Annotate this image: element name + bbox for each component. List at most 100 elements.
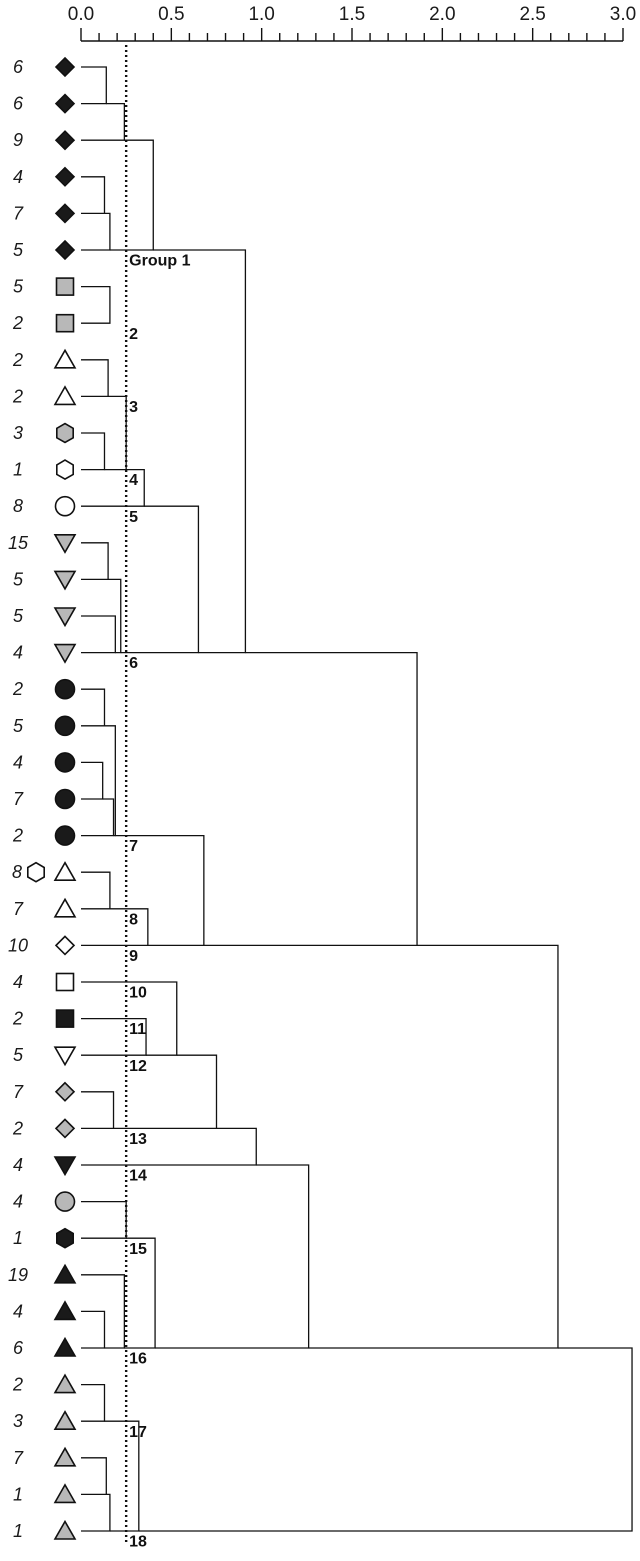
dendrogram-branch: [104, 725, 116, 837]
axis-tick-label: 2.5: [519, 4, 545, 25]
dendrogram-branch: [124, 1237, 156, 1349]
group-label: 9: [129, 948, 138, 965]
leaf-count-label: 5: [13, 240, 24, 260]
diamond-icon: [54, 935, 76, 956]
hexagon-icon: [26, 861, 46, 883]
square-icon: [55, 972, 75, 992]
triangle-down-icon: [53, 1046, 77, 1067]
leaf-count-label: 9: [13, 130, 23, 150]
diamond-icon: [54, 239, 76, 261]
leaf-count-label: 3: [13, 423, 23, 443]
dendrogram-branch: [81, 1457, 107, 1496]
circle-icon: [54, 715, 76, 737]
dendrogram-branch: [308, 944, 559, 1349]
dendrogram-branch: [81, 468, 145, 507]
leaf-count-label: 5: [13, 716, 24, 736]
diamond-icon: [54, 56, 76, 78]
dendrogram-branch: [81, 908, 149, 947]
square-icon: [55, 1009, 75, 1028]
triangle-down-icon: [53, 1156, 77, 1177]
dendrogram-branch: [81, 102, 126, 141]
leaf-count-label: 7: [13, 1448, 24, 1468]
triangle-up-icon: [53, 1336, 77, 1357]
leaf-count-label: 2: [12, 826, 23, 846]
leaf-count-label: 4: [13, 1301, 23, 1321]
group-label: 18: [129, 1534, 147, 1551]
dendrogram-branch: [120, 505, 200, 654]
leaf-count-label: 1: [13, 1484, 23, 1504]
triangle-up-icon: [53, 1519, 77, 1540]
diamond-icon: [54, 1118, 76, 1139]
dendrogram-branch: [81, 1493, 111, 1532]
square-icon: [55, 313, 75, 333]
leaf-count-label: 4: [13, 167, 23, 187]
dendrogram-branch: [81, 176, 106, 215]
leaf-count-label: 2: [12, 1375, 23, 1395]
hexagon-icon: [55, 422, 74, 444]
dendrogram-branch: [81, 212, 111, 251]
triangle-up-icon: [53, 348, 77, 369]
leaf-count-label: 2: [12, 350, 23, 370]
leaf-count-label: 6: [13, 57, 24, 77]
leaf-count-label: 19: [8, 1265, 28, 1285]
dendrogram-branch: [81, 432, 106, 471]
group-label: 15: [129, 1241, 147, 1258]
group-label: 11: [129, 1021, 146, 1038]
circle-icon: [54, 788, 76, 810]
axis-tick-label: 1.5: [339, 4, 365, 25]
circle-icon: [54, 495, 76, 517]
group-label: 6: [129, 655, 138, 672]
axis-tick-label: 0.0: [68, 4, 94, 25]
triangle-down-icon: [53, 607, 77, 628]
diamond-icon: [54, 130, 76, 151]
circle-icon: [54, 752, 76, 773]
dendrogram-branch: [155, 1164, 310, 1349]
leaf-count-label: 7: [13, 899, 24, 919]
leaf-count-label: 10: [8, 935, 28, 955]
dendrogram-branch: [81, 1200, 127, 1239]
triangle-up-icon: [53, 385, 77, 406]
square-icon: [55, 277, 75, 296]
group-label: 12: [129, 1058, 147, 1075]
circle-icon: [54, 1191, 76, 1212]
dendrogram-branch: [81, 285, 111, 324]
circle-icon: [54, 825, 76, 846]
leaf-count-label: 1: [13, 460, 23, 480]
dendrogram-branch: [81, 1310, 106, 1349]
triangle-up-icon: [53, 1410, 77, 1430]
leaf-count-label: 5: [13, 569, 24, 589]
dendrogram-branch: [81, 542, 109, 581]
group-label: 7: [129, 838, 138, 855]
dendrogram-branch: [104, 1420, 140, 1532]
axis-tick-label: 2.0: [429, 4, 455, 25]
axis-tick-label: 3.0: [610, 4, 636, 25]
dendrogram-branch: [108, 578, 122, 654]
group-label: 3: [129, 399, 138, 416]
leaf-count-label: 4: [13, 1192, 23, 1212]
leaf-count-label: 2: [12, 313, 23, 333]
axis-tick-label: 1.0: [248, 4, 274, 25]
group-label: 5: [129, 509, 138, 526]
dendrogram-branch: [109, 139, 154, 251]
leaf-count-label: 8: [12, 862, 22, 882]
leaf-count-label: 4: [13, 972, 23, 992]
leaf-count-label: 1: [13, 1228, 23, 1248]
leaf-count-label: 7: [13, 789, 24, 809]
group-label: 17: [129, 1424, 147, 1441]
dendrogram-branch: [81, 1127, 257, 1166]
triangle-down-icon: [53, 643, 77, 664]
diamond-icon: [54, 166, 76, 187]
dendrogram-branch: [81, 688, 106, 727]
group-label: 2: [129, 326, 138, 343]
leaf-count-label: 6: [13, 1338, 24, 1358]
leaf-count-label: 3: [13, 1411, 23, 1431]
triangle-down-icon: [53, 570, 77, 591]
dendrogram-branch: [81, 359, 109, 398]
leaf-count-label: 1: [13, 1521, 23, 1541]
diamond-icon: [54, 1081, 76, 1102]
dendrogram-branch: [104, 395, 127, 471]
leaf-count-label: 7: [13, 203, 24, 223]
diamond-icon: [54, 93, 76, 114]
